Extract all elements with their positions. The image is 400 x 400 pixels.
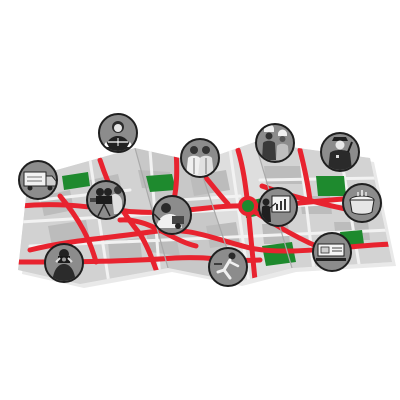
delivery-truck-icon [18, 160, 58, 200]
doctors-icon [180, 138, 220, 178]
teacher-at-board-icon [258, 187, 298, 227]
park [146, 174, 176, 192]
judge-with-scales-icon [98, 113, 138, 153]
police-officer-icon [320, 132, 360, 172]
construction-workers-icon [255, 123, 295, 163]
profession-markers [18, 113, 382, 287]
cooking-pot-icon [342, 183, 382, 223]
runner-icon [208, 247, 248, 287]
park [262, 242, 296, 266]
film-camera-operator-icon [86, 180, 126, 220]
mechanic-icon [152, 195, 192, 235]
office-desk-icon [312, 232, 352, 272]
park [316, 176, 346, 196]
roundabout [238, 196, 258, 216]
park [62, 172, 90, 190]
photographer-icon [44, 243, 84, 283]
